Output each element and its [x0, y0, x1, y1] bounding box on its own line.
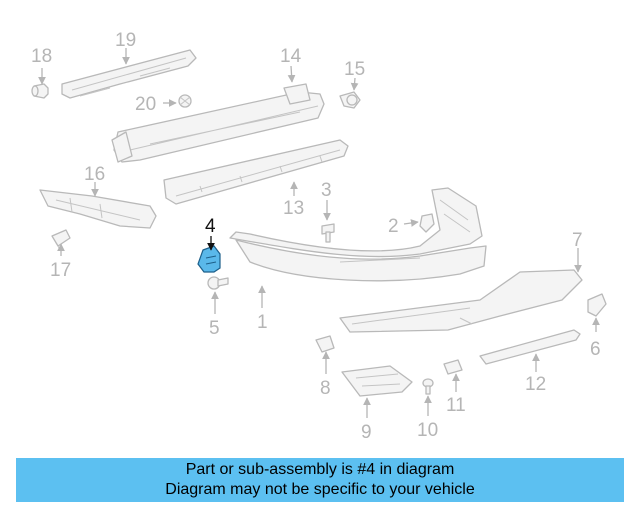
part-16-side-bracket	[39, 189, 157, 229]
part-8-clip	[315, 335, 335, 353]
callout-12: 12	[525, 374, 546, 395]
leader-lines	[38, 48, 600, 418]
part-15-bolt	[339, 91, 361, 109]
callout-18: 18	[31, 46, 52, 67]
callout-3: 3	[321, 180, 332, 201]
part-18-plug	[31, 83, 49, 99]
part-10-pin	[422, 378, 434, 395]
callout-15: 15	[344, 59, 365, 80]
callout-11: 11	[446, 395, 466, 416]
parts-diagram: 18 19 20 14 15 16 13 17 3 2 4 1 5 7 6 12…	[31, 30, 607, 443]
part-13-absorber	[163, 139, 349, 205]
callout-4-highlighted: 4	[205, 216, 216, 237]
callout-7: 7	[572, 230, 583, 251]
callout-9: 9	[361, 422, 372, 443]
part-4-retainer	[197, 245, 221, 273]
callout-1: 1	[257, 312, 268, 333]
part-6-bracket	[587, 293, 607, 317]
callout-13: 13	[283, 198, 304, 219]
callout-10: 10	[417, 420, 438, 441]
diagram-info-banner: Part or sub-assembly is #4 in diagram Di…	[16, 458, 624, 502]
callout-2: 2	[388, 216, 399, 237]
part-11-clip	[443, 359, 463, 375]
part-3-fastener	[321, 223, 335, 243]
callout-5: 5	[209, 318, 220, 339]
part-12-moulding	[479, 329, 581, 365]
part-19-upper-bracket	[61, 49, 197, 99]
callout-14: 14	[280, 46, 302, 67]
callout-17: 17	[50, 260, 71, 281]
callout-16: 16	[84, 164, 105, 185]
callout-6: 6	[590, 339, 601, 360]
callout-20: 20	[135, 94, 156, 115]
part-1-bumper-cover	[229, 187, 487, 282]
callout-8: 8	[320, 378, 331, 399]
part-9-garnish	[341, 365, 413, 397]
banner-line-part-number: Part or sub-assembly is #4 in diagram	[185, 461, 455, 478]
banner-line-disclaimer: Diagram may not be specific to your vehi…	[165, 481, 475, 498]
part-7-lower-spoiler	[339, 269, 583, 333]
part-14-reinforcement	[111, 83, 325, 163]
callout-labels: 18 19 20 14 15 16 13 17 3 2 4 1 5 7 6 12…	[31, 30, 601, 443]
part-20-clip	[178, 94, 192, 108]
callout-19: 19	[115, 30, 136, 51]
part-2-fastener	[419, 213, 435, 233]
part-5-screw	[207, 276, 229, 290]
